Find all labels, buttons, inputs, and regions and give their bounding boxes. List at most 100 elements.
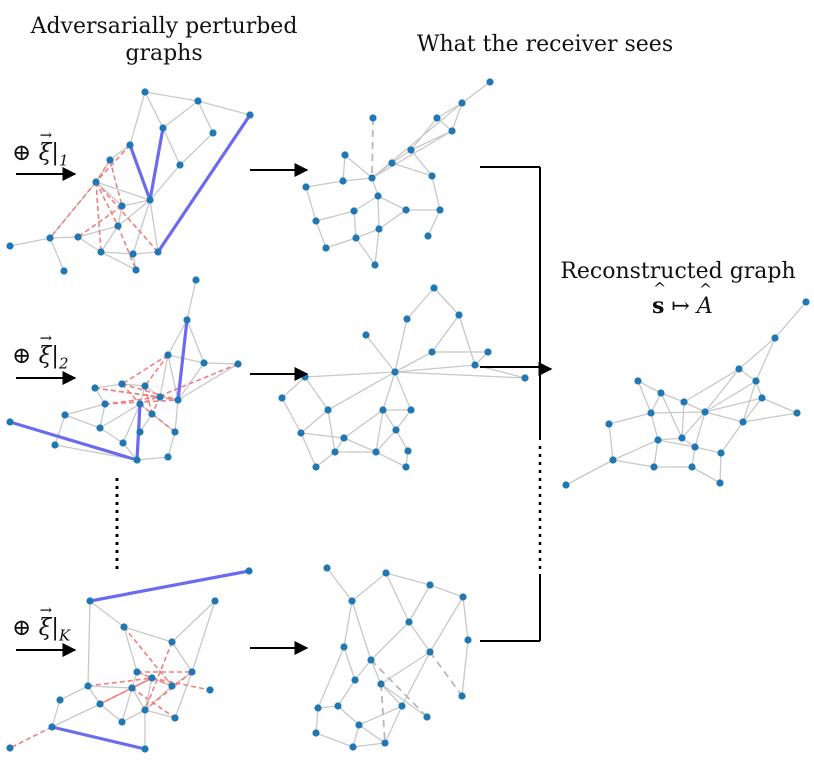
graph-edge [149, 199, 159, 253]
graph-edge [337, 679, 356, 707]
graph-node [234, 360, 242, 368]
graph-edge [94, 383, 123, 389]
removed-edge [121, 383, 179, 401]
added-edge [156, 114, 252, 253]
graph-node [74, 233, 82, 241]
graph-edge [87, 685, 101, 705]
graph-node [331, 448, 339, 456]
graph-edge [177, 362, 205, 401]
graphs-layer [6, 78, 810, 753]
graph-node [200, 359, 208, 367]
removed-edge [95, 144, 131, 183]
graph-edge [380, 651, 431, 685]
graph-edge [650, 412, 659, 441]
graph-node [377, 680, 385, 688]
received-graph-k [312, 564, 472, 751]
graph-node [51, 441, 59, 449]
graph-node [426, 581, 434, 589]
graph-edge [159, 354, 169, 398]
graph-edge [401, 651, 431, 707]
graph-node [458, 692, 466, 700]
graph-edge [51, 703, 101, 728]
graph-edge [59, 685, 89, 701]
graph-node [312, 217, 320, 225]
graph-edge [410, 149, 433, 177]
graph-edge [608, 412, 652, 425]
graph-node [448, 127, 456, 135]
graph-edge [650, 411, 706, 414]
graph-node [97, 248, 105, 256]
graph-edge [77, 225, 119, 238]
graph-edge [391, 162, 433, 177]
graph-edge [337, 705, 360, 726]
received-graph-1 [302, 78, 494, 269]
masked-edge [370, 659, 428, 718]
removed-edge [144, 641, 173, 711]
graph-edge [95, 181, 123, 207]
graph-edge [683, 401, 706, 413]
graph-node [141, 382, 149, 390]
graph-edge [167, 354, 205, 364]
graph-node [322, 244, 330, 252]
removed-edge [151, 677, 211, 691]
removed-edge [94, 387, 161, 398]
graph-node [334, 702, 342, 710]
graph-node [114, 222, 122, 230]
graph-node [375, 225, 383, 233]
graph-node [91, 384, 99, 392]
received-graph-2 [278, 284, 529, 471]
graph-edge [431, 175, 441, 211]
graph-edge [353, 210, 357, 239]
graph-node [206, 686, 214, 694]
graph-node [459, 593, 467, 601]
graph-edge [352, 742, 386, 748]
graph-edge [132, 251, 159, 255]
graph-edge [458, 314, 476, 366]
graph-node [128, 684, 136, 692]
graph-node [436, 206, 444, 214]
graph-node [302, 183, 310, 191]
graph-edge [433, 287, 460, 316]
graph-edge [300, 432, 345, 439]
graph-edge [197, 100, 214, 134]
graph-node [372, 448, 380, 456]
graph-node [278, 394, 286, 402]
graph-node [6, 744, 14, 752]
graph-edge [774, 301, 807, 339]
graph-edge [394, 351, 433, 373]
added-edge [176, 319, 189, 401]
graph-edge [461, 81, 491, 104]
graph-edge [343, 600, 353, 648]
graph-edge [410, 130, 453, 151]
graph-node [209, 129, 217, 137]
graph-edge [704, 380, 757, 413]
graph-node [392, 426, 400, 434]
graph-node [678, 434, 686, 442]
graph-node [752, 377, 760, 385]
graph-node [404, 447, 412, 455]
graph-edge [315, 707, 319, 734]
graph-node [355, 721, 363, 729]
graph-node [159, 124, 167, 132]
graph-edge [358, 724, 386, 744]
graph-node [136, 428, 144, 436]
graph-node [133, 456, 141, 464]
graph-edge [122, 403, 141, 444]
receiver-title: What the receiver sees [416, 32, 674, 57]
removed-edge [121, 383, 141, 405]
graph-node [348, 597, 356, 605]
graph-edge [326, 567, 353, 602]
graph-edge [87, 600, 91, 687]
graph-node [129, 250, 137, 258]
graph-edge [354, 659, 372, 681]
graph-node [188, 668, 196, 676]
graph-node [61, 411, 69, 419]
graph-edge [191, 600, 216, 673]
graph-edge [657, 437, 683, 441]
graph-edge [174, 671, 193, 719]
graph-node [96, 700, 104, 708]
graph-edge [144, 677, 153, 711]
graph-edge [342, 154, 346, 182]
graph-edge [121, 199, 151, 207]
graph-node [403, 315, 411, 323]
